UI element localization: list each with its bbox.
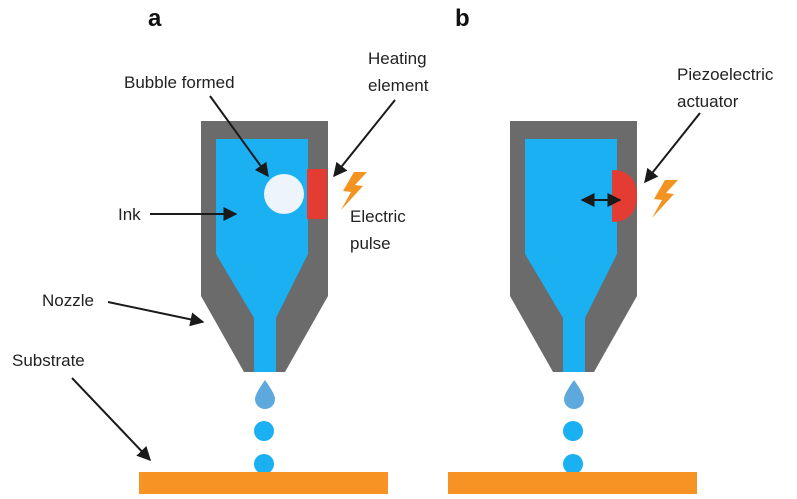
label-bubble-formed: Bubble formed [124,73,235,92]
arrow-heating-element [333,99,396,178]
droplet-tip [564,380,584,409]
label-electric-line2: pulse [350,234,391,253]
label-piezo-line1: Piezoelectric [677,65,774,84]
lightning-bolt-icon [341,172,367,210]
arrow-bubble [209,95,269,178]
droplet [254,454,274,474]
heating-element [307,169,327,219]
droplet [563,421,583,441]
droplet [254,421,274,441]
label-electric-line1: Electric [350,207,406,226]
label-ink: Ink [118,205,141,224]
panel-b-letter: b [455,5,470,32]
substrate [139,472,388,494]
lightning-bolt-icon [652,180,678,218]
label-heating-line1: Heating [368,49,427,68]
label-piezo-line2: actuator [677,92,739,111]
panel-a: a Bubble formed Heating element Ink Elec… [12,5,429,494]
piezoelectric-actuator [612,170,637,222]
label-substrate: Substrate [12,351,85,370]
arrow-substrate [71,377,151,462]
label-nozzle: Nozzle [42,291,94,310]
droplet [563,454,583,474]
droplet-tip [255,380,275,409]
bubble [264,174,304,214]
panel-a-letter: a [148,5,162,32]
panel-b: b Piezoelectric actuator [448,5,774,494]
substrate [448,472,697,494]
arrow-nozzle [107,301,205,327]
label-heating-line2: element [368,76,429,95]
arrow-piezo-actuator [644,112,701,184]
